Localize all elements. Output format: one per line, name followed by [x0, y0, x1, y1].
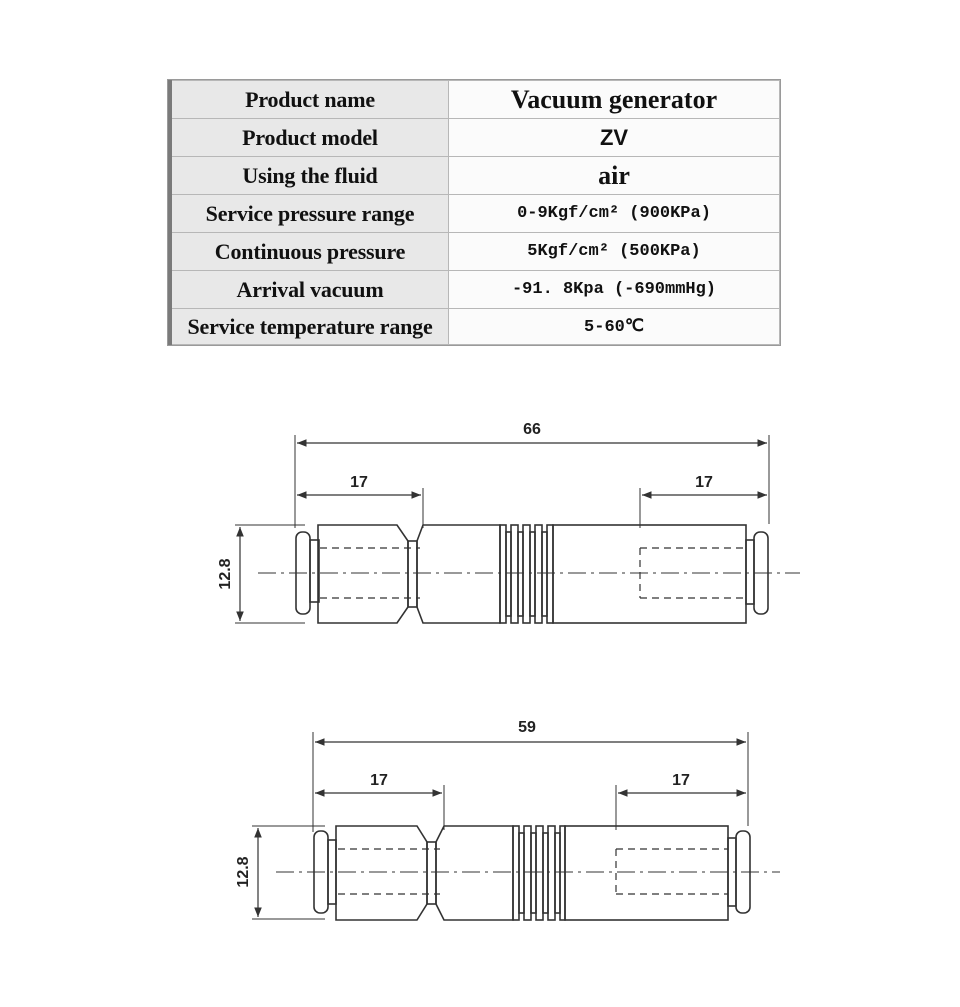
spec-row: Product name Vacuum generator [169, 80, 780, 119]
overall-length-label: 66 [523, 421, 541, 438]
spec-row: Service pressure range 0-9Kgf/cm² (900KP… [169, 194, 780, 233]
spec-label: Product name [169, 80, 449, 119]
spec-label: Arrival vacuum [169, 270, 449, 309]
spec-row: Service temperature range 5-60℃ [169, 308, 780, 345]
left-insert-label: 17 [350, 474, 368, 491]
spec-row: Product model ZV [169, 118, 780, 157]
spec-value: 5Kgf/cm² (500KPa) [448, 232, 780, 271]
spec-value: ZV [448, 118, 780, 157]
left-insert-label: 17 [370, 772, 388, 789]
spec-value: Vacuum generator [448, 80, 780, 119]
spec-label: Using the fluid [169, 156, 449, 195]
overall-length-label: 59 [518, 719, 536, 736]
right-insert-label: 17 [695, 474, 713, 491]
spec-label: Continuous pressure [169, 232, 449, 271]
specification-table: Product name Vacuum generator Product mo… [168, 80, 780, 345]
right-insert-label: 17 [672, 772, 690, 789]
spec-value: -91. 8Kpa (-690mmHg) [448, 270, 780, 309]
spec-value: air [448, 156, 780, 195]
fitting-drawing-59 [252, 732, 780, 921]
spec-label: Service pressure range [169, 194, 449, 233]
spec-label: Product model [169, 118, 449, 157]
spec-value: 5-60℃ [448, 308, 780, 345]
spec-value: 0-9Kgf/cm² (900KPa) [448, 194, 780, 233]
spec-row: Using the fluid air [169, 156, 780, 195]
spec-row: Arrival vacuum -91. 8Kpa (-690mmHg) [169, 270, 780, 309]
fitting-drawing-66 [235, 435, 800, 624]
spec-row: Continuous pressure 5Kgf/cm² (500KPa) [169, 232, 780, 271]
spec-label: Service temperature range [169, 308, 449, 345]
diameter-label: 12.8 [217, 558, 234, 589]
diameter-label: 12.8 [235, 856, 252, 887]
